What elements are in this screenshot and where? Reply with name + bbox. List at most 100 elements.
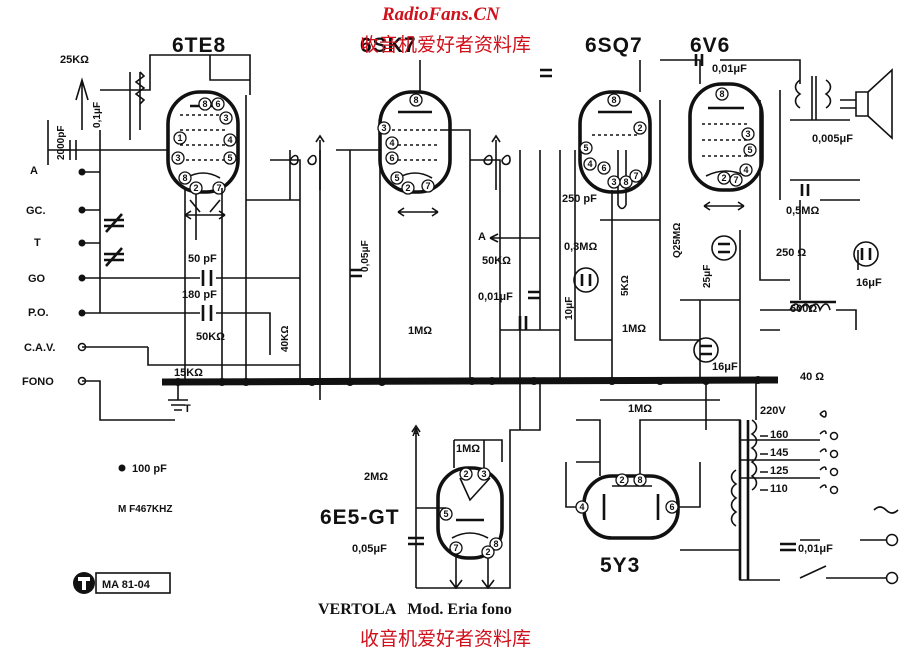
- svg-text:4: 4: [743, 165, 748, 175]
- r2m-label: 2MΩ: [364, 471, 388, 483]
- r50k-a-label: 50KΩ: [196, 331, 225, 343]
- svg-text:3: 3: [481, 469, 486, 479]
- c10u-label: 10μF: [564, 297, 575, 320]
- svg-text:1: 1: [177, 133, 182, 143]
- svg-text:8: 8: [413, 95, 418, 105]
- r600-label: 600Ω: [790, 303, 817, 315]
- c2000p-label: 2000pF: [56, 126, 67, 160]
- tube-6v6-envelope: [688, 82, 764, 192]
- mains-110-label: 110: [770, 483, 788, 495]
- svg-text:3: 3: [223, 113, 228, 123]
- svg-text:2: 2: [619, 475, 624, 485]
- power-transformer: [730, 419, 758, 580]
- tube-6sq7-label: 6SQ7: [585, 34, 643, 57]
- r1m-a-label: 1MΩ: [408, 325, 432, 337]
- c005-a-label: 0,05μF: [360, 240, 371, 272]
- svg-text:7: 7: [633, 171, 638, 181]
- manufacturer-logo: MA 81-04: [73, 572, 171, 594]
- svg-text:8: 8: [611, 95, 616, 105]
- svg-text:4: 4: [587, 159, 592, 169]
- logo-code: MA 81-04: [102, 579, 151, 591]
- svg-text:6: 6: [601, 163, 606, 173]
- tube-5y3: 5Y3 2 8 4 6: [575, 473, 680, 577]
- svg-text:7: 7: [453, 543, 458, 553]
- electrolytic-10uf: [573, 267, 599, 293]
- r40-label: 40 Ω: [800, 371, 824, 383]
- tube-6te8: 6TE8 8 6 3 1 4 3 5 8 2 7: [166, 34, 240, 220]
- input-gc-label: GC.: [26, 205, 46, 217]
- input-fono-label: FONO: [22, 376, 54, 388]
- c180p-label: 180 pF: [182, 289, 217, 301]
- svg-text:2: 2: [721, 173, 726, 183]
- input-po-label: P.O.: [28, 307, 49, 319]
- dot-note: 100 pF: [132, 463, 167, 475]
- if-note: M F467KHZ: [118, 504, 172, 515]
- output-transformer: [794, 76, 832, 120]
- c001-c-label: 0,01μF: [798, 543, 833, 555]
- r25k-label: 25KΩ: [60, 54, 89, 66]
- tube-6v6: 6V6 8 3 5 2 7 4: [688, 34, 764, 211]
- mains-125-label: 125: [770, 465, 788, 477]
- tube-6sq7: 6SQ7 8 2 5 4 6 3 8 7: [578, 34, 652, 210]
- input-t-label: T: [34, 237, 41, 249]
- cap-180pf: [201, 305, 213, 321]
- svg-text:7: 7: [425, 181, 430, 191]
- r1m-c-label: 1MΩ: [628, 403, 652, 415]
- svg-text:2: 2: [485, 547, 490, 557]
- svg-text:4: 4: [227, 135, 232, 145]
- svg-text:3: 3: [745, 129, 750, 139]
- svg-text:3: 3: [381, 123, 386, 133]
- c0005-label: 0,005μF: [812, 133, 853, 145]
- svg-text:2: 2: [405, 183, 410, 193]
- r5k-label: 5KΩ: [620, 275, 631, 296]
- svg-text:8: 8: [623, 177, 628, 187]
- r03m-label: 0,3MΩ: [564, 241, 597, 253]
- mains-145-label: 145: [770, 447, 788, 459]
- c005-b-label: 0,05μF: [352, 543, 387, 555]
- c01u-label: 0,1μF: [92, 102, 103, 128]
- svg-text:5: 5: [747, 145, 752, 155]
- svg-text:7: 7: [216, 183, 221, 193]
- filter-choke: [789, 300, 836, 313]
- watermark-site: RadioFans.CN: [382, 4, 500, 25]
- c001-b-label: 0,01μF: [712, 63, 747, 75]
- watermark-cn-top: 收音机爱好者资料库: [360, 35, 532, 56]
- if-transformer-2: [483, 134, 511, 190]
- dot-marker: [118, 464, 126, 472]
- c25u-label: 25μF: [702, 265, 713, 288]
- input-go-label: GO: [28, 273, 46, 285]
- c001-a-label: 0,01μF: [478, 291, 513, 303]
- svg-text:8: 8: [182, 173, 187, 183]
- electrolytic-16uf-b: [693, 337, 719, 363]
- tube-6sk7-label: 6SK7: [360, 34, 417, 57]
- svg-text:8: 8: [719, 89, 724, 99]
- loudspeaker: [840, 68, 893, 140]
- model-caption: VERTOLA Mod. Eria fono: [318, 601, 512, 618]
- svg-text:5: 5: [394, 173, 399, 183]
- tube-6e5gt-envelope: [436, 466, 504, 560]
- c50p-label: 50 pF: [188, 253, 217, 265]
- r1m-b-label: 1MΩ: [622, 323, 646, 335]
- svg-text:6: 6: [215, 99, 220, 109]
- if-transformer-1: [289, 134, 325, 190]
- tube-6e5gt-label: 6E5-GT: [320, 506, 400, 529]
- svg-text:2: 2: [193, 183, 198, 193]
- input-cav-label: C.A.V.: [24, 342, 55, 354]
- r1m-d-label: 1MΩ: [456, 443, 480, 455]
- svg-text:6: 6: [669, 502, 674, 512]
- c16u-a-label: 16μF: [856, 277, 882, 289]
- r025m-label: Q25MΩ: [672, 223, 683, 258]
- tube-6te8-label: 6TE8: [172, 34, 226, 57]
- svg-text:5: 5: [443, 509, 448, 519]
- mains-terminal-2: [885, 571, 899, 585]
- cap-50pf: [201, 270, 213, 286]
- svg-text:4: 4: [389, 138, 394, 148]
- mains-160-label: 160: [770, 429, 788, 441]
- node-a1-label: A: [478, 231, 486, 243]
- mains-terminal-1: [885, 533, 899, 547]
- tube-5y3-label: 5Y3: [600, 554, 640, 577]
- c16u-b-label: 16μF: [712, 361, 738, 373]
- r40k-label: 40KΩ: [280, 326, 291, 352]
- svg-text:2: 2: [463, 469, 468, 479]
